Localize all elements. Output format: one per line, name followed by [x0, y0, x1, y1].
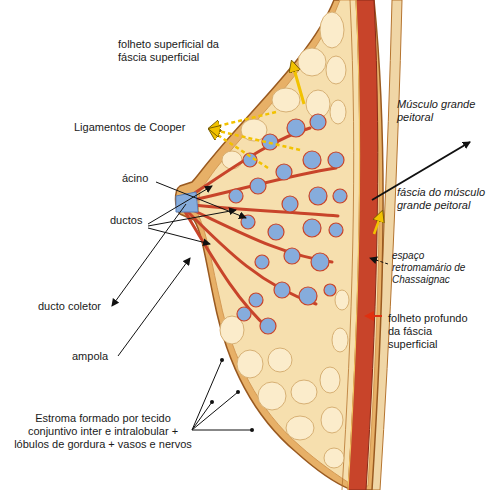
anatomy-label: Ligamentos de Cooper: [74, 121, 214, 134]
anatomy-label: folheto superficial da fáscia superficia…: [118, 38, 246, 64]
anatomy-label: espaço retromamário de Chassaignac: [392, 250, 476, 286]
anatomy-label: Estroma formado por tecido conjuntivo in…: [12, 412, 194, 452]
anatomy-label: fáscia do músculo grande peitoral: [397, 186, 493, 212]
anatomy-label: ductos: [110, 214, 170, 227]
anatomy-label: folheto profundo da fáscia superficial: [388, 312, 480, 352]
anatomy-label: ampola: [72, 350, 132, 363]
anatomy-label: ducto coletor: [38, 300, 128, 313]
anatomy-label: Músculo grande peitoral: [397, 98, 489, 124]
anatomy-label: ácino: [122, 172, 182, 185]
